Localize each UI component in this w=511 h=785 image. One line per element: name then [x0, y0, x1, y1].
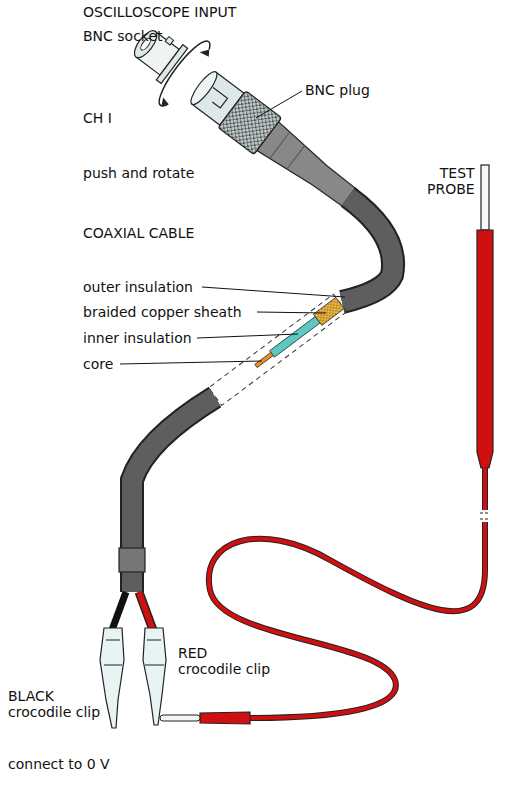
part-label: RED [178, 645, 207, 661]
part-label: BNC plug [305, 82, 370, 98]
part-label: TEST PROBE [427, 165, 475, 197]
part-label: crocodile clip [178, 661, 270, 677]
black-wire [112, 592, 126, 630]
red-crocodile-clip [143, 628, 166, 725]
part-label: BLACK [8, 688, 54, 704]
probe-handle [477, 230, 493, 468]
instruction-note: push and rotate [83, 165, 194, 181]
part-label: crocodile clip [8, 704, 100, 720]
red-wire [139, 592, 153, 630]
part-label: core [83, 356, 113, 372]
probe-lead [209, 522, 485, 718]
coaxial-cable [342, 197, 393, 302]
heading-label: OSCILLOSCOPE INPUT [83, 4, 236, 20]
black-crocodile-clip [100, 628, 124, 728]
probe-tip [481, 165, 489, 230]
banana-plug [200, 712, 250, 724]
instruction-note: connect to 0 V [8, 756, 110, 772]
part-label: outer insulation [83, 279, 193, 295]
part-label: inner insulation [83, 330, 192, 346]
cable-sleeve [119, 548, 145, 572]
channel-label: CH I [83, 110, 112, 126]
part-label: BNC socket [83, 28, 163, 44]
part-label: braided copper sheath [83, 304, 242, 320]
heading-label: COAXIAL CABLE [83, 225, 194, 241]
